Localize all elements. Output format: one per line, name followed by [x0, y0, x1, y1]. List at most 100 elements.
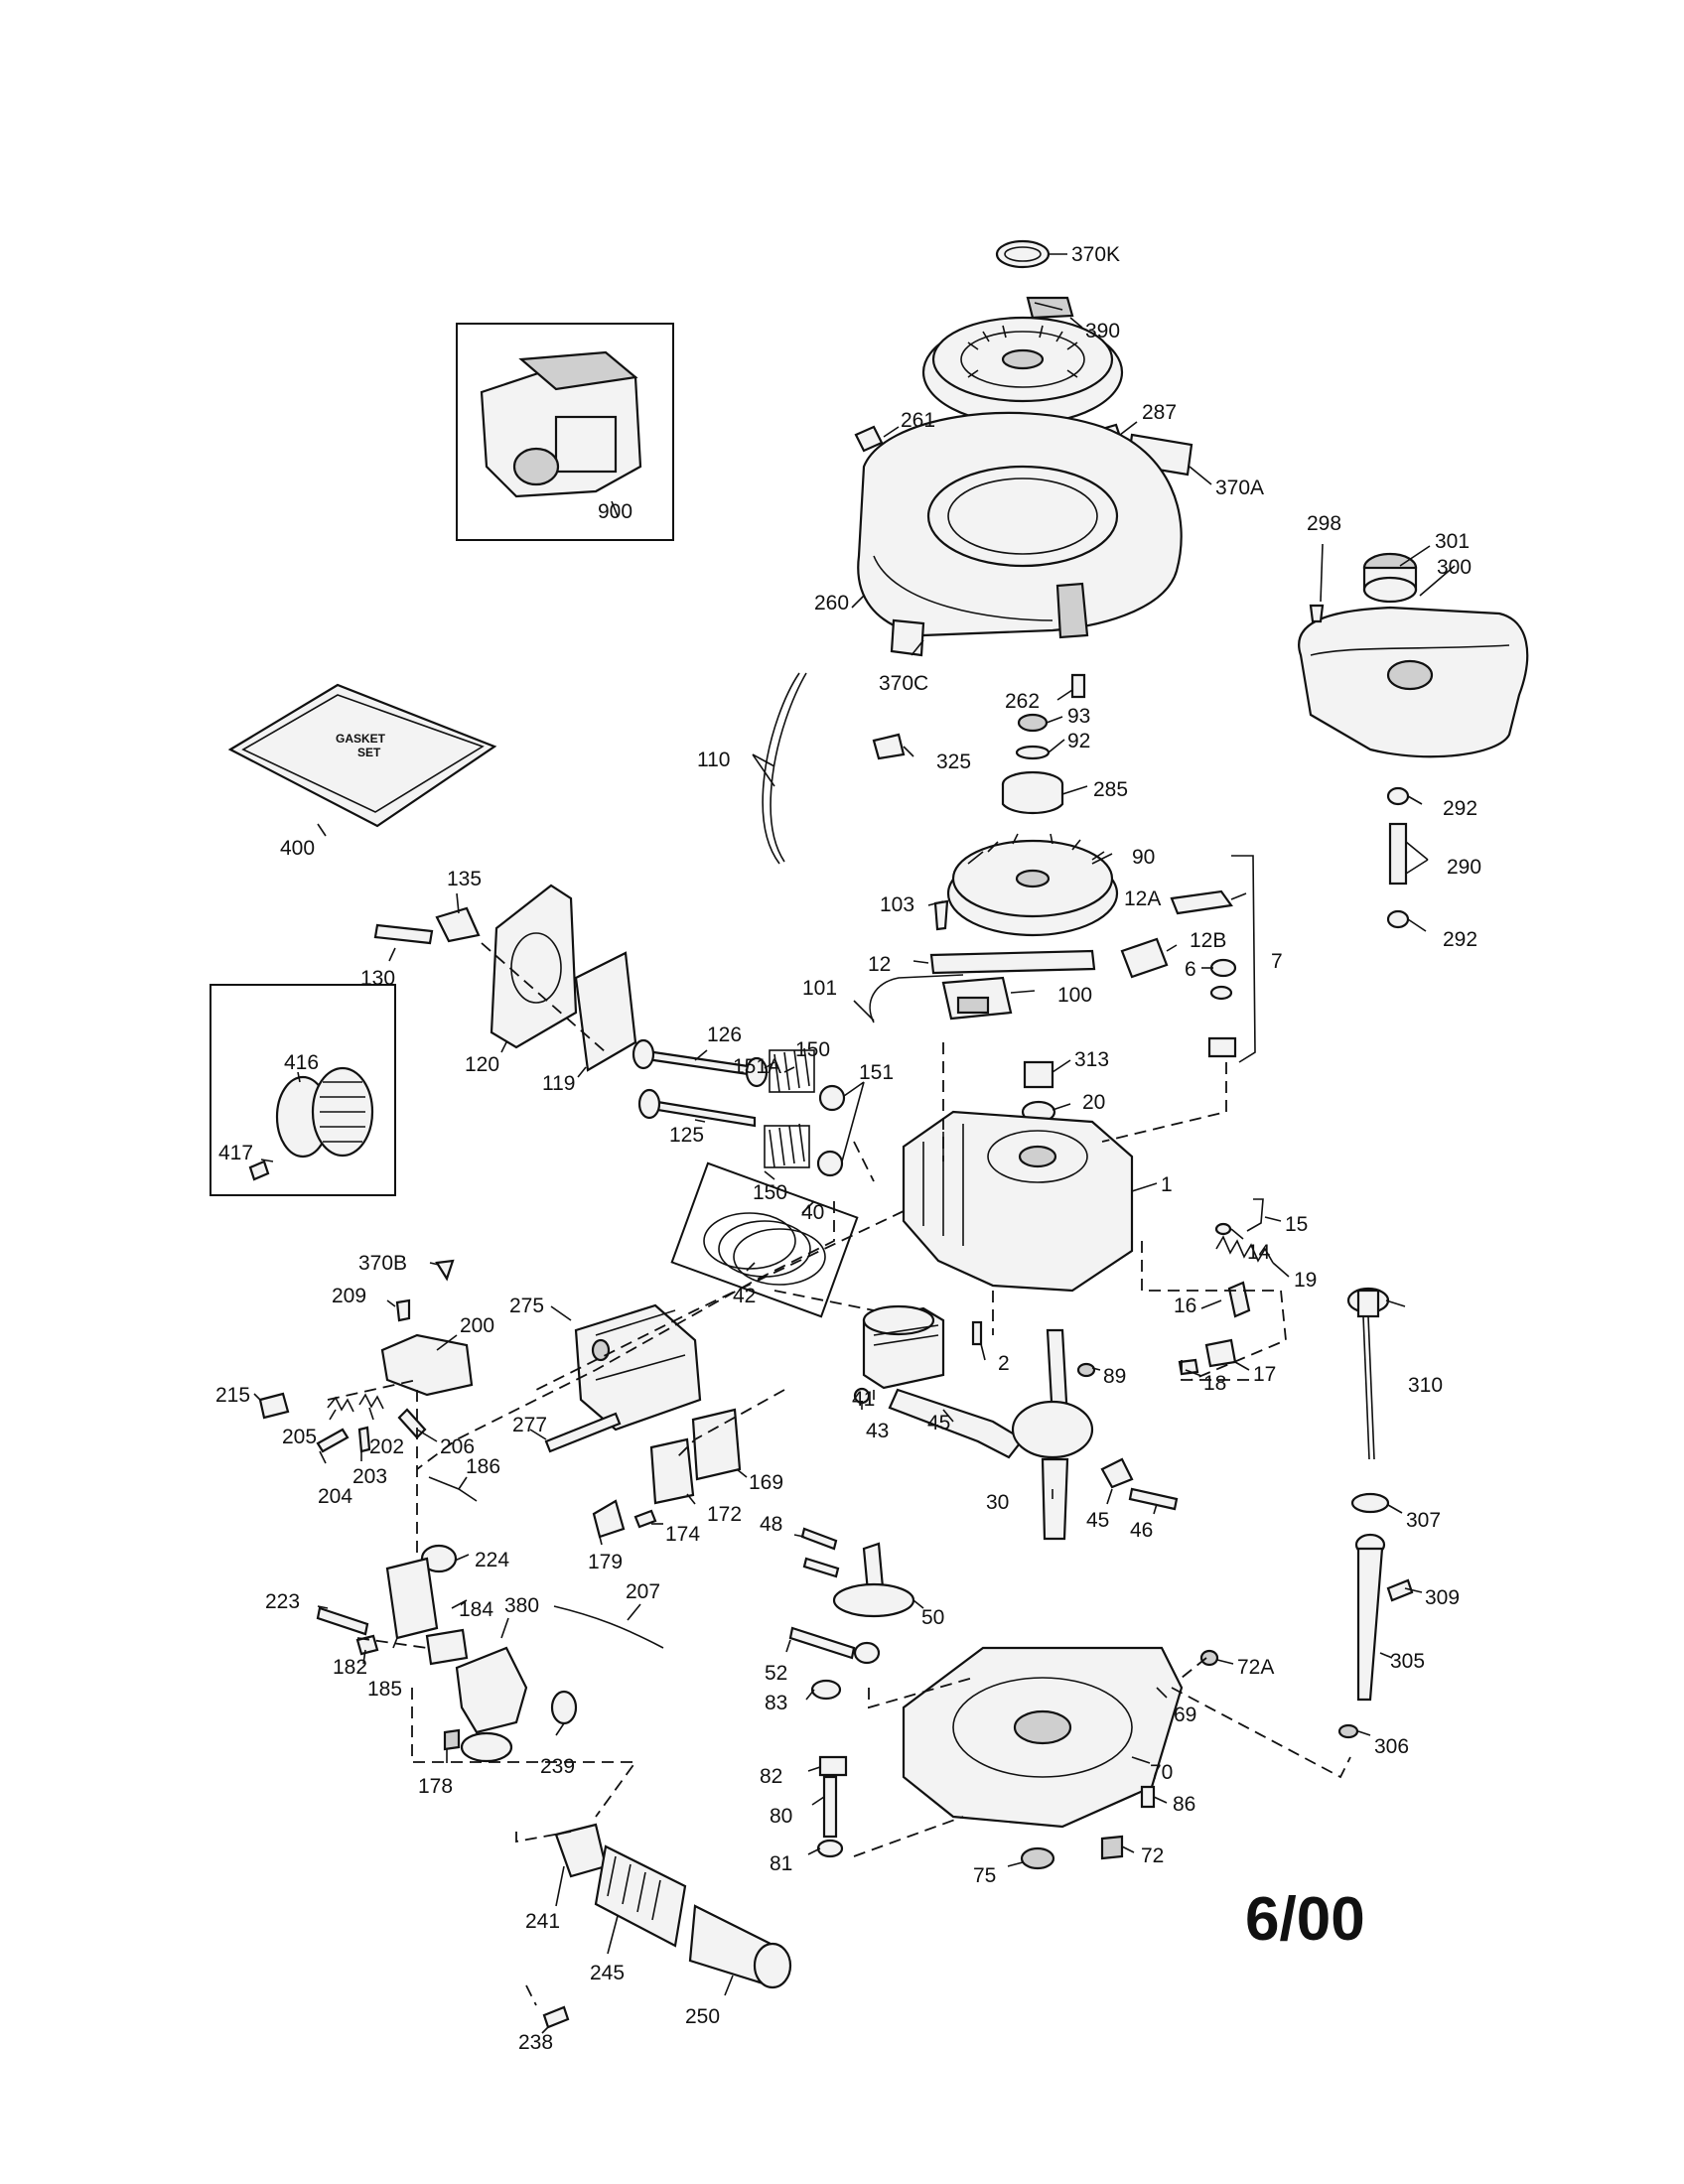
part-151-retainer-lower [816, 1150, 844, 1177]
label-200: 200 [460, 1314, 494, 1337]
part-92-washer [1015, 745, 1051, 760]
part-400-gasket-set: GASKET SET [227, 683, 497, 828]
part-40-piston-ring-set-box [670, 1161, 859, 1318]
label-260: 260 [814, 592, 849, 614]
part-174-screw [633, 1509, 657, 1529]
part-184-gasket [425, 1628, 469, 1666]
part-178-nut [443, 1728, 461, 1751]
part-46-rod-bolt [1128, 1487, 1179, 1511]
part-52-bushing [853, 1641, 881, 1665]
label-179: 179 [588, 1551, 623, 1573]
label-223: 223 [265, 1590, 300, 1613]
label-18: 18 [1203, 1372, 1226, 1395]
part-204-screw [316, 1428, 350, 1453]
part-100-ignition-module [941, 976, 1013, 1021]
label-239: 239 [540, 1755, 575, 1778]
label-224: 224 [475, 1549, 509, 1571]
label-45-lower: 45 [1086, 1509, 1109, 1532]
part-370B-decal [435, 1259, 455, 1282]
part-309-screw [1386, 1578, 1414, 1602]
part-325-clip [872, 733, 906, 760]
label-17: 17 [1253, 1363, 1276, 1386]
label-292-bottom: 292 [1443, 928, 1477, 951]
label-380: 380 [504, 1594, 539, 1617]
part-390-starter-handle [1026, 296, 1074, 320]
gasket-set-line1: GASKET [336, 732, 386, 746]
label-209: 209 [332, 1285, 366, 1307]
label-285: 285 [1093, 778, 1128, 801]
label-169: 169 [749, 1471, 783, 1494]
part-292-clamp-bottom [1386, 909, 1410, 929]
part-17-bracket [1204, 1338, 1237, 1368]
part-261-screw [854, 425, 884, 453]
part-89-seal [1076, 1362, 1096, 1378]
label-416: 416 [284, 1051, 319, 1074]
label-2: 2 [998, 1352, 1010, 1375]
part-15-lever [1246, 1198, 1264, 1232]
label-135: 135 [447, 868, 482, 890]
label-275: 275 [509, 1295, 544, 1317]
part-45-rod-cap [1100, 1457, 1134, 1489]
part-72-drain-plug [1100, 1835, 1124, 1860]
part-52-shaft [788, 1626, 856, 1660]
label-215: 215 [215, 1384, 250, 1407]
label-370K: 370K [1071, 243, 1120, 266]
assembly-dashed-lines [327, 942, 1351, 2006]
label-262: 262 [1005, 690, 1040, 713]
label-20: 20 [1082, 1091, 1105, 1114]
part-260-blower-housing [857, 411, 1183, 639]
label-309: 309 [1425, 1586, 1460, 1609]
part-6-ring [1209, 985, 1233, 1001]
label-119: 119 [542, 1072, 575, 1095]
label-202: 202 [369, 1435, 404, 1458]
label-120: 120 [465, 1053, 499, 1076]
label-50: 50 [921, 1606, 944, 1629]
part-206-link [397, 1408, 427, 1439]
label-92: 92 [1067, 730, 1090, 752]
label-82: 82 [760, 1765, 782, 1788]
part-207-link [553, 1605, 664, 1649]
label-370C: 370C [879, 672, 928, 695]
label-261: 261 [901, 409, 935, 432]
part-126-valve-head [632, 1038, 655, 1070]
label-100: 100 [1057, 984, 1092, 1007]
part-380-carburetor [455, 1646, 528, 1763]
part-290-fuel-line [1388, 822, 1408, 886]
part-301-fuel-cap [1362, 552, 1418, 604]
label-1: 1 [1161, 1173, 1173, 1196]
gasket-set-line2: SET [357, 746, 381, 759]
label-43: 43 [866, 1420, 889, 1442]
part-285-starter-cup [1001, 770, 1064, 814]
part-6-plug-boot [1207, 1036, 1237, 1058]
part-238-screw [542, 2005, 570, 2029]
part-370K-inner [1004, 246, 1042, 262]
part-93-nut [1017, 713, 1049, 733]
part-130-head-bolt [373, 923, 434, 945]
part-70-oil-sump [902, 1646, 1184, 1829]
part-125-intake-valve [643, 1098, 757, 1128]
part-41-piston [862, 1304, 945, 1390]
part-120-cylinder-head [490, 884, 578, 1049]
part-7-group-bracket [1231, 855, 1256, 1063]
label-307: 307 [1406, 1509, 1441, 1532]
label-245: 245 [590, 1962, 625, 1984]
part-48-screw [800, 1527, 838, 1551]
part-310-dipstick [1346, 1287, 1390, 1460]
label-178: 178 [418, 1775, 453, 1798]
part-209-screw [395, 1298, 411, 1322]
label-241: 241 [525, 1910, 560, 1933]
label-277: 277 [512, 1414, 547, 1436]
part-306-seal [1337, 1723, 1359, 1739]
part-80-shaft [822, 1775, 838, 1839]
part-12B-boot [1120, 937, 1169, 979]
part-900-engine-assembly [480, 350, 642, 498]
label-301: 301 [1435, 530, 1470, 553]
label-130: 130 [360, 967, 395, 990]
part-277-muffler-screw [544, 1412, 622, 1453]
part-202-spring [358, 1393, 384, 1410]
label-250: 250 [685, 2005, 720, 2028]
label-72A: 72A [1237, 1656, 1274, 1679]
label-110: 110 [697, 749, 730, 771]
part-110-ground-wire-outer [770, 672, 807, 863]
